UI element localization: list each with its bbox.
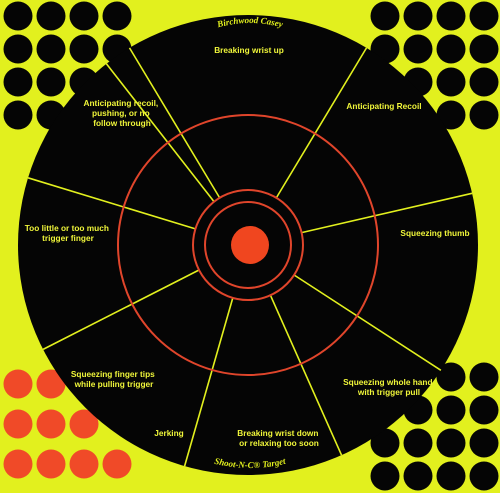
zone-label-anticipating-recoil-pushing: Anticipating recoil, pushing, or no foll… <box>84 98 161 128</box>
paster-dot[interactable] <box>370 461 400 491</box>
paster-dot[interactable] <box>370 428 400 458</box>
paster-dot[interactable] <box>436 34 466 64</box>
paster-dot[interactable] <box>436 100 466 130</box>
outer-ring <box>117 114 379 376</box>
zone-divider-line <box>269 294 343 456</box>
zone-dividers <box>27 47 473 467</box>
zone-divider-line <box>301 192 473 234</box>
zone-divider-line <box>293 274 442 371</box>
zone-divider-line <box>275 47 368 199</box>
paster-dot[interactable] <box>36 34 66 64</box>
zone-label-trigger-finger: Too little or too much trigger finger <box>25 223 112 243</box>
zone-divider-line <box>128 47 221 199</box>
zone-label-breaking-wrist-up: Breaking wrist up <box>214 45 284 55</box>
paster-dot[interactable] <box>469 362 499 392</box>
paster-dots <box>3 1 499 491</box>
paster-dot[interactable] <box>469 461 499 491</box>
paster-dot[interactable] <box>3 34 33 64</box>
inner-ring <box>192 189 304 301</box>
paster-dot[interactable] <box>69 34 99 64</box>
paster-dot[interactable] <box>403 461 433 491</box>
zone-divider-line <box>42 269 200 351</box>
orange-paster-dot[interactable] <box>102 449 132 479</box>
orange-paster-dot[interactable] <box>3 369 33 399</box>
paster-dot[interactable] <box>370 1 400 31</box>
paster-dot[interactable] <box>403 34 433 64</box>
paster-dot[interactable] <box>469 67 499 97</box>
paster-dot[interactable] <box>469 1 499 31</box>
paster-dot[interactable] <box>436 67 466 97</box>
zone-label-anticipating-recoil: Anticipating Recoil <box>346 101 421 111</box>
zone-label-jerking: Jerking <box>154 428 184 438</box>
zone-label-squeezing-thumb: Squeezing thumb <box>400 228 469 238</box>
paster-dot[interactable] <box>3 1 33 31</box>
orange-paster-dot[interactable] <box>3 409 33 439</box>
paster-dot[interactable] <box>436 362 466 392</box>
zone-label-squeezing-whole-hand: Squeezing whole hand with trigger pull <box>343 377 435 397</box>
paster-dot[interactable] <box>436 428 466 458</box>
orange-paster-dot[interactable] <box>69 409 99 439</box>
paster-dot[interactable] <box>36 1 66 31</box>
brand-bottom-label: Shoot-N-C® Target <box>214 456 287 470</box>
paster-dot[interactable] <box>469 34 499 64</box>
paster-dot[interactable] <box>469 428 499 458</box>
zone-divider-line <box>105 63 215 203</box>
paster-dot[interactable] <box>403 428 433 458</box>
orange-paster-dot[interactable] <box>36 409 66 439</box>
paster-dot[interactable] <box>3 100 33 130</box>
brand-top-label: Birchwood Casey <box>215 15 285 30</box>
paster-dot[interactable] <box>69 1 99 31</box>
zone-divider-line <box>27 177 196 230</box>
orange-paster-dot[interactable] <box>3 449 33 479</box>
paster-dot[interactable] <box>469 395 499 425</box>
orange-paster-dot[interactable] <box>36 449 66 479</box>
zone-label-squeezing-finger-tips: Squeezing finger tips while pulling trig… <box>71 369 157 389</box>
paster-dot[interactable] <box>3 67 33 97</box>
bullseye <box>231 226 269 264</box>
center-ring <box>204 201 292 289</box>
paster-dot[interactable] <box>102 1 132 31</box>
paster-dot[interactable] <box>436 461 466 491</box>
zone-divider-line <box>183 297 234 467</box>
paster-dot[interactable] <box>436 1 466 31</box>
zone-label-breaking-wrist-down: Breaking wrist down or relaxing too soon <box>237 428 320 448</box>
orange-paster-dot[interactable] <box>69 449 99 479</box>
orange-paster-dot[interactable] <box>36 369 66 399</box>
paster-dot[interactable] <box>403 1 433 31</box>
paster-dot[interactable] <box>436 395 466 425</box>
paster-dot[interactable] <box>469 100 499 130</box>
paster-dot[interactable] <box>36 67 66 97</box>
